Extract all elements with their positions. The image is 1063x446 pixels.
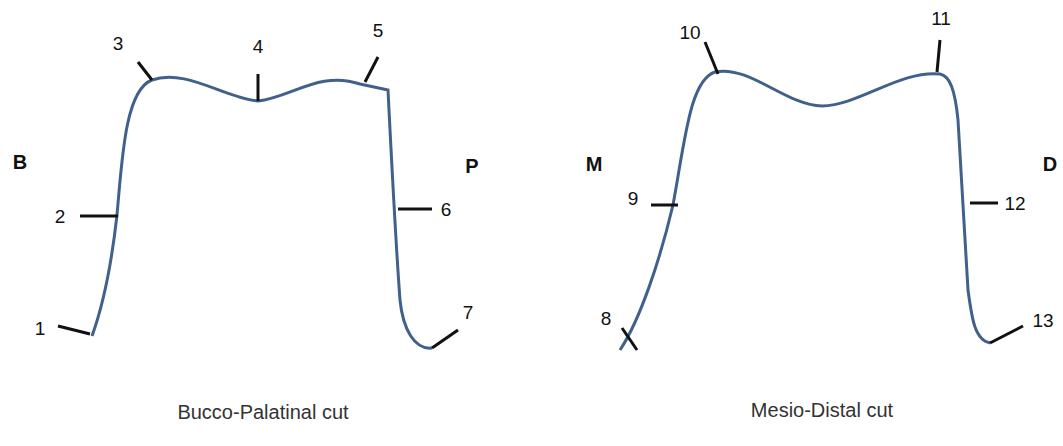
callout-number: 5 [373, 21, 384, 40]
side-label: P [465, 156, 478, 176]
side-label: D [1043, 154, 1057, 174]
side-label: B [13, 152, 27, 172]
callout-number: 9 [628, 189, 639, 208]
side-label: M [586, 154, 603, 174]
callout-number: 6 [441, 200, 452, 219]
callout-number: 2 [55, 207, 66, 226]
callout-number: 4 [253, 37, 264, 56]
callout-number: 8 [601, 309, 612, 328]
callout-number: 1 [35, 319, 46, 338]
callout-number: 13 [1032, 311, 1053, 330]
callout-number: 3 [113, 34, 124, 53]
callout-number: 11 [931, 9, 951, 28]
figure-caption: Mesio-Distal cut [751, 400, 893, 420]
callout-number: 10 [679, 23, 700, 42]
callout-number: 7 [463, 303, 474, 322]
tooth-outline [620, 71, 990, 350]
figure-caption: Bucco-Palatinal cut [177, 402, 348, 422]
callout-number: 12 [1004, 194, 1025, 213]
tick-marks [58, 40, 1023, 350]
tooth-outline [92, 77, 432, 348]
